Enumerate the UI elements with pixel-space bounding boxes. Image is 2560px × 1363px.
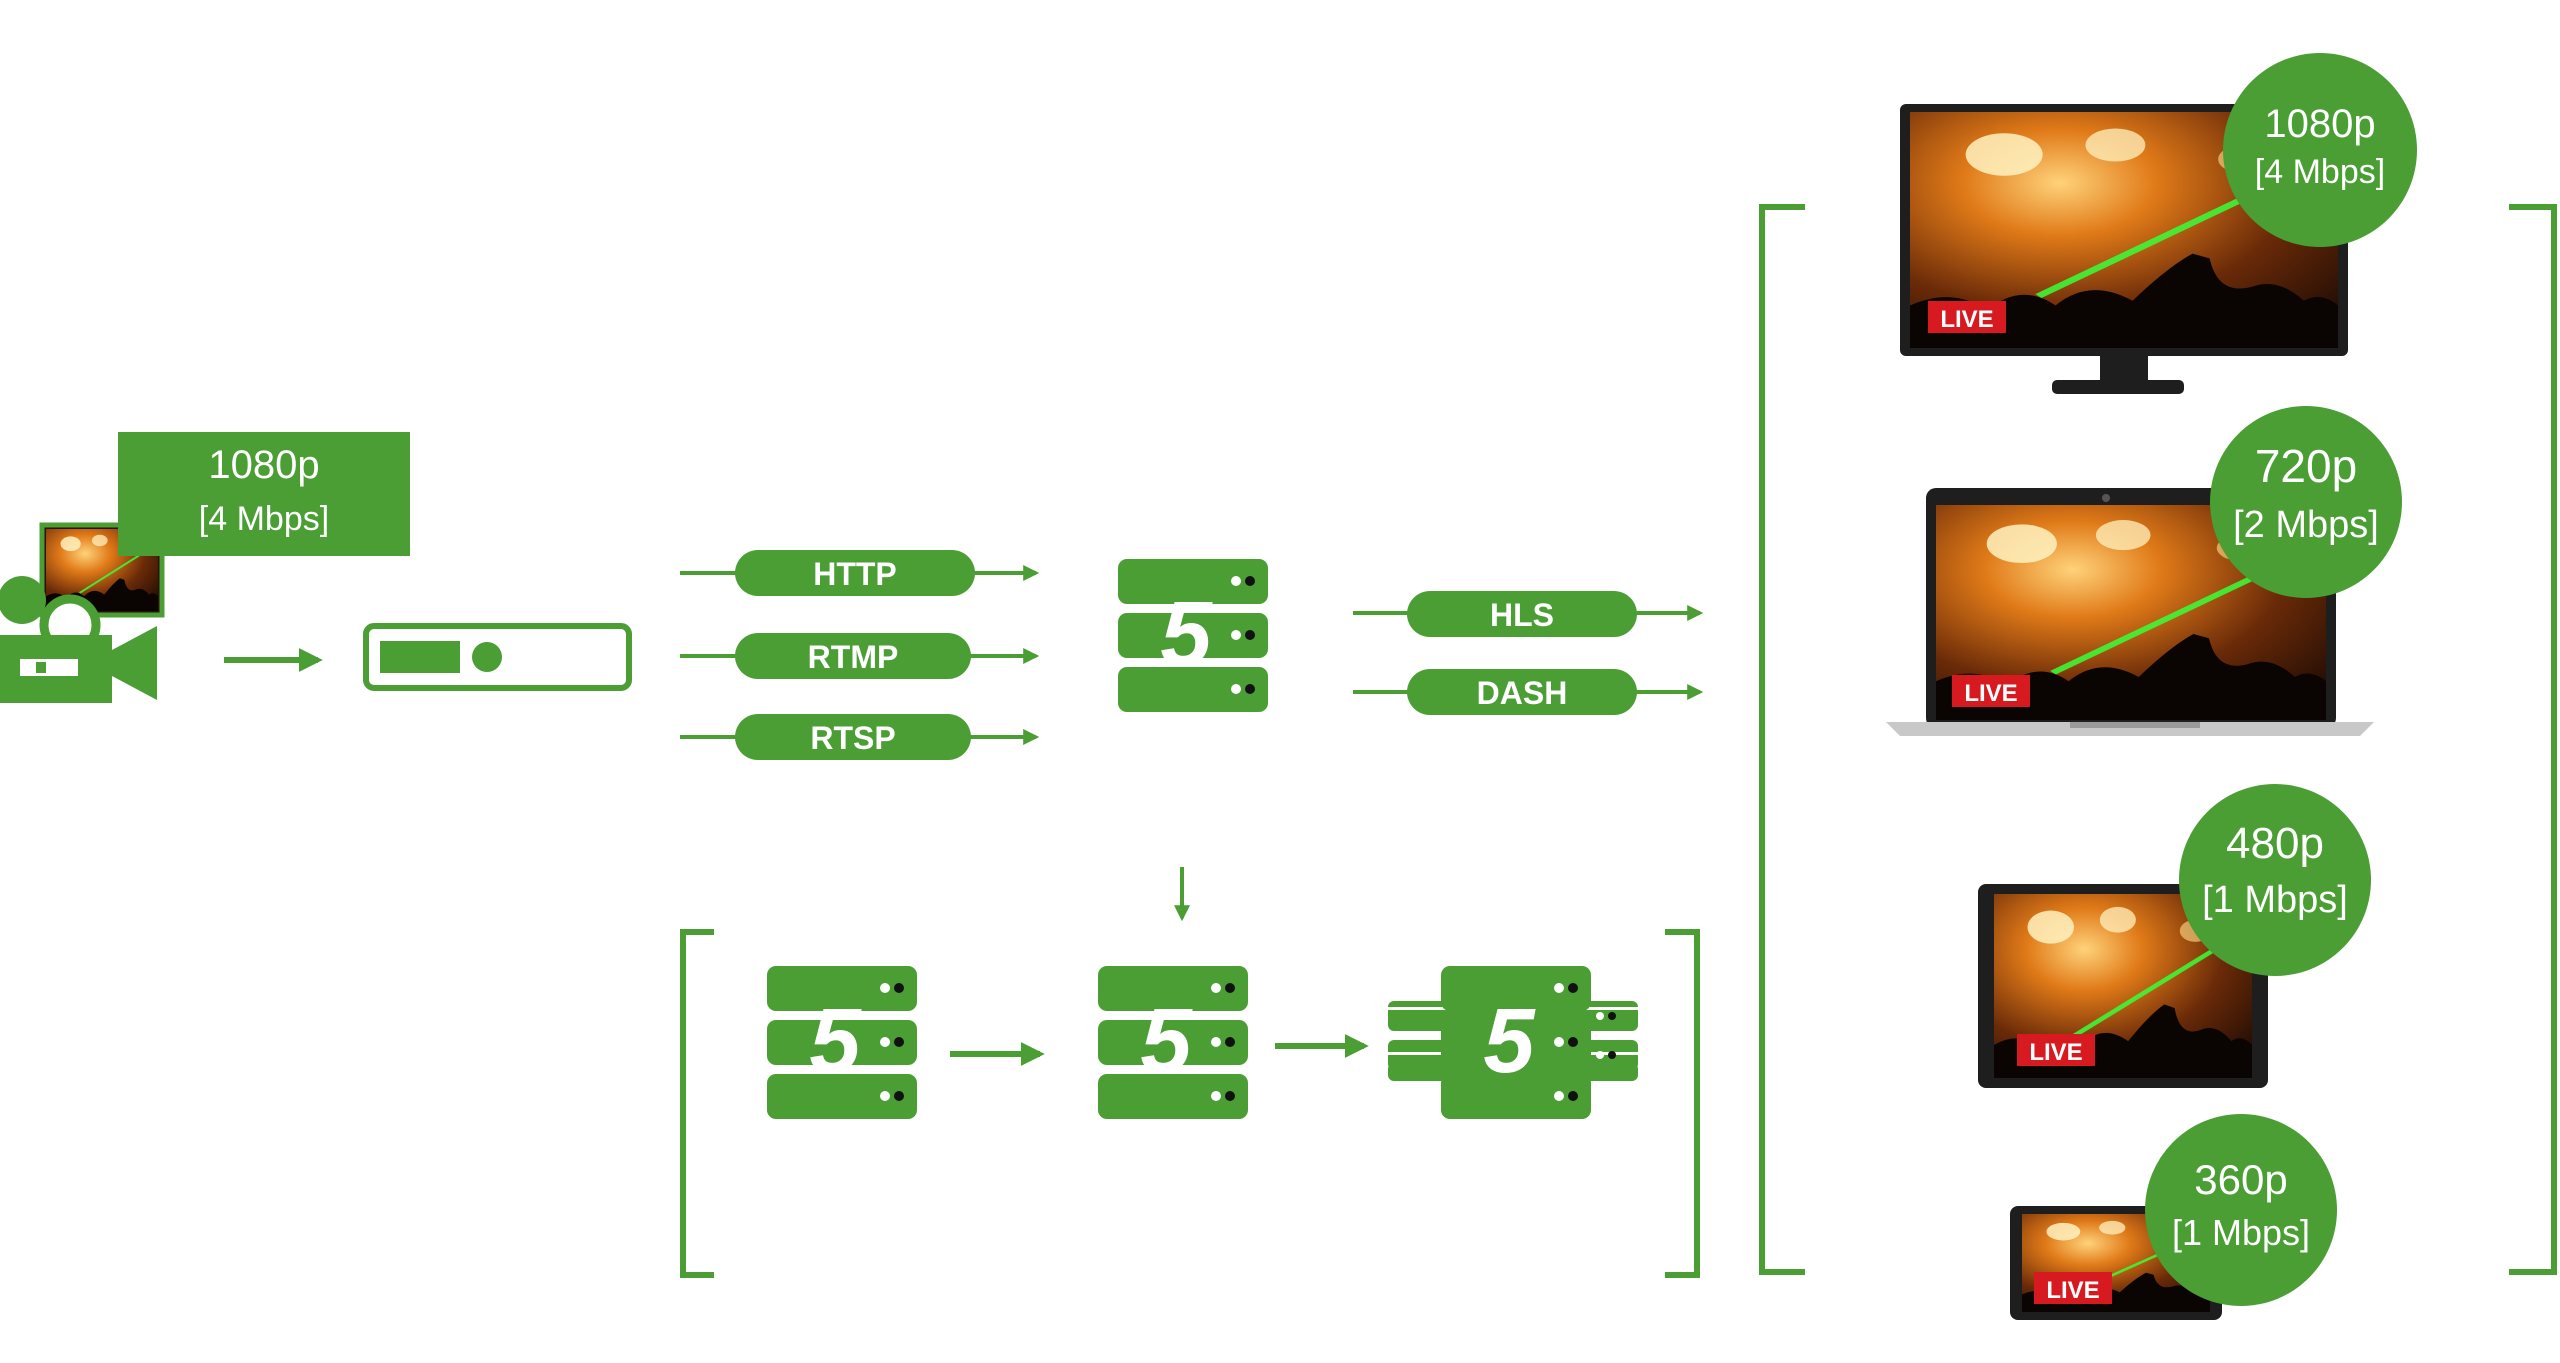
encoder-icon <box>363 623 632 691</box>
protocol-label-hls: HLS <box>1490 597 1554 633</box>
protocol-label-rtmp: RTMP <box>808 639 899 675</box>
protocol-hls: HLS <box>1353 591 1704 637</box>
tablet-bitrate: [1 Mbps] <box>2202 879 2348 921</box>
tablet-live-badge: LIVE <box>2029 1039 2082 1066</box>
cluster-server-origin-icon <box>767 966 917 1119</box>
protocol-http: HTTP <box>680 550 1040 596</box>
laptop-resolution-badge: 720p [2 Mbps] <box>2210 406 2402 598</box>
monitor-resolution-badge: 1080p [4 Mbps] <box>2223 53 2417 247</box>
protocol-rtmp: RTMP <box>680 633 1040 679</box>
tablet-device: LIVE <box>1978 884 2268 1088</box>
cluster-bracket-left <box>680 929 714 1278</box>
monitor-resolution: 1080p <box>2264 102 2375 146</box>
laptop-live-badge: LIVE <box>1964 680 2017 707</box>
phone-resolution: 360p <box>2194 1156 2287 1203</box>
source-bitrate: [4 Mbps] <box>199 500 329 538</box>
tablet-resolution: 480p <box>2226 819 2324 868</box>
monitor-bitrate: [4 Mbps] <box>2255 153 2385 191</box>
laptop-resolution: 720p <box>2255 440 2357 492</box>
cluster-bracket-right <box>1665 929 1700 1278</box>
cluster-server-edge-icon <box>1098 966 1248 1119</box>
protocol-label-rtsp: RTSP <box>810 720 895 756</box>
protocol-label-dash: DASH <box>1477 675 1568 711</box>
monitor-live-badge: LIVE <box>1940 306 1993 333</box>
devices-bracket-right <box>2509 204 2557 1275</box>
laptop-bitrate: [2 Mbps] <box>2233 504 2379 546</box>
protocol-rtsp: RTSP <box>680 714 1040 760</box>
phone-resolution-badge: 360p [1 Mbps] <box>2145 1114 2337 1306</box>
main-server-icon <box>1118 559 1268 712</box>
devices-bracket-left <box>1759 204 1805 1275</box>
protocol-label-http: HTTP <box>813 556 897 592</box>
tablet-resolution-badge: 480p [1 Mbps] <box>2179 784 2371 976</box>
cluster-server-farm-icon <box>1388 966 1638 1119</box>
source-resolution-box: 1080p [4 Mbps] <box>118 432 410 556</box>
phone-bitrate: [1 Mbps] <box>2172 1212 2310 1253</box>
source-resolution: 1080p <box>208 443 319 487</box>
protocol-dash: DASH <box>1353 669 1704 715</box>
phone-live-badge: LIVE <box>2046 1277 2099 1304</box>
